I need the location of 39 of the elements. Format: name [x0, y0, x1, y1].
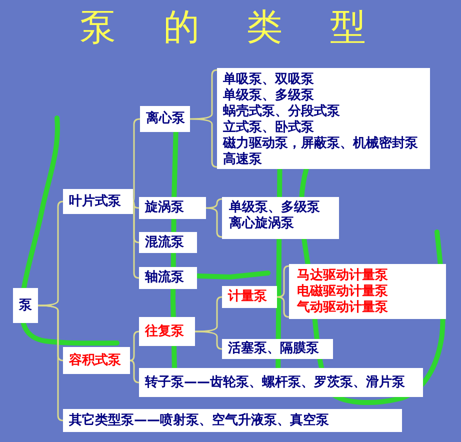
- category-box: 转子泵——齿轮泵、螺杆泵、罗茨泵、滑片泵: [139, 368, 423, 397]
- list-item: 单级泵、多级泵: [229, 200, 320, 216]
- list-item: 马达驱动计量泵: [297, 268, 388, 284]
- brace-connector: [129, 360, 140, 384]
- category-box: 计量泵: [222, 286, 277, 308]
- brace-connector: [132, 200, 140, 279]
- category-box: 离心泵: [140, 106, 190, 132]
- category-box: 泵: [13, 288, 38, 323]
- list-box: [217, 68, 430, 169]
- title: 泵的类型: [80, 8, 366, 48]
- list-item: 立式泵、卧式泵: [223, 120, 314, 136]
- brace-connector: [194, 296, 223, 332]
- list-item: 高速泵: [223, 152, 262, 168]
- list-item: 蜗壳式泵、分段式泵: [223, 104, 340, 120]
- brace-connector: [194, 330, 223, 350]
- brace-connector: [129, 330, 140, 362]
- category-box: 混流泵: [139, 232, 197, 253]
- brace-connector: [132, 200, 140, 209]
- category-box: 活塞泵、隔膜泵: [222, 339, 333, 359]
- list-item: 电磁驱动计量泵: [297, 284, 388, 300]
- list-box: [222, 197, 339, 239]
- category-box: 容积式泵: [63, 347, 130, 374]
- brace-connector: [37, 304, 64, 422]
- category-box: 旋涡泵: [139, 197, 206, 219]
- brace-connector: [37, 200, 64, 306]
- list-item: 气动驱动计量泵: [297, 300, 388, 316]
- list-item: 离心旋涡泵: [229, 216, 294, 232]
- category-box: 其它类型泵——喷射泵、空气升液泵、真空泵: [63, 409, 402, 432]
- brace-connector: [276, 265, 290, 318]
- list-item: 单级泵、多级泵: [223, 88, 314, 104]
- brace-connector: [132, 118, 141, 202]
- category-box: 往复泵: [139, 317, 195, 346]
- list-item: 单吸泵、双吸泵: [223, 72, 314, 88]
- brace-connector: [189, 69, 218, 168]
- list-box: [289, 264, 446, 319]
- category-box: 轴流泵: [139, 267, 197, 289]
- brace-connector: [205, 198, 223, 238]
- list-item: 磁力驱动泵，屏蔽泵、机械密封泵: [223, 136, 418, 152]
- category-box: 叶片式泵: [63, 189, 133, 214]
